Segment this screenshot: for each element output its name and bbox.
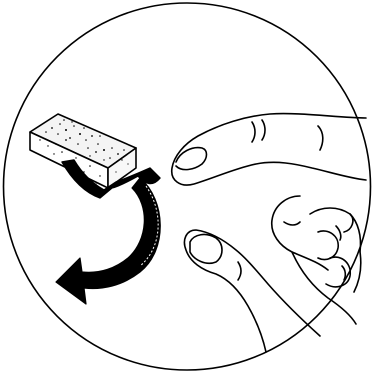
circle-frame	[4, 3, 371, 370]
